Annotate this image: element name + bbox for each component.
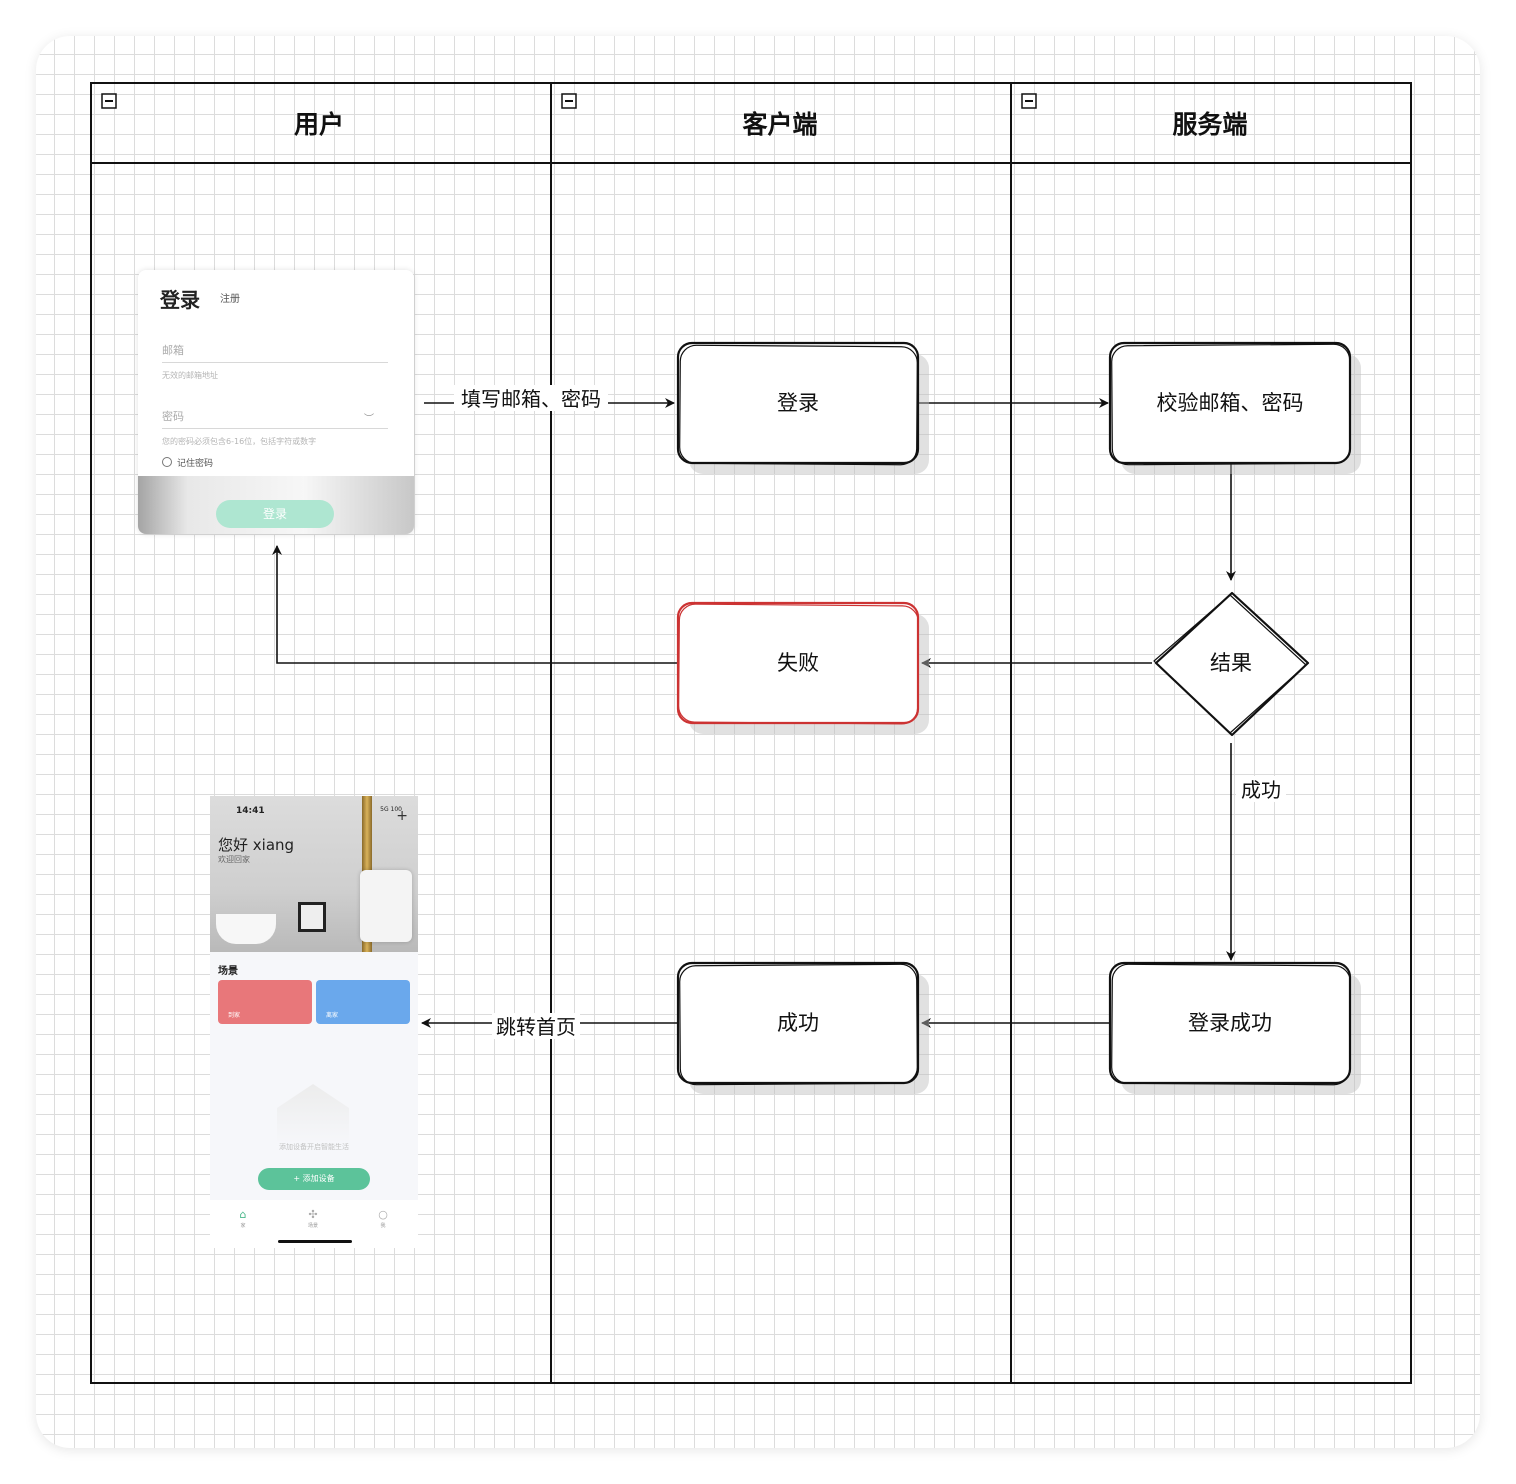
password-hint: 您的密码必须包含6-16位，包括字符或数字: [162, 437, 317, 446]
node-success-server[interactable]: 登录成功: [1108, 961, 1361, 1094]
lane-title-user: 用户: [294, 110, 344, 139]
scene-icon: ✣: [308, 1208, 318, 1221]
add-device-button: + 添加设备: [258, 1168, 370, 1190]
flow-diagram: 用户 客户端 服务端 填写邮箱、密码 成功 跳转首页 登录: [90, 82, 1412, 1384]
lane-collapse-icon[interactable]: [101, 93, 117, 109]
edge-label-bg: [454, 385, 608, 411]
scene-card-label: 到家: [228, 1012, 241, 1019]
welcome-text: 欢迎回家: [218, 855, 250, 864]
node-verify[interactable]: 校验邮箱、密码: [1108, 341, 1361, 474]
home-icon: ⌂: [239, 1208, 247, 1221]
node-fail[interactable]: 失败: [676, 601, 929, 734]
lane-collapse-icon[interactable]: [561, 93, 577, 109]
empty-text: 添加设备开启智能生活: [279, 1143, 349, 1151]
register-link: 注册: [220, 294, 240, 305]
radio-icon: [162, 457, 172, 467]
eye-closed-icon: ︶: [364, 414, 374, 425]
edge-label-success: 成功: [1241, 778, 1281, 802]
remember-password: 记住密码: [162, 456, 213, 469]
pool-border: [90, 82, 1412, 1384]
lane-title-server: 服务端: [1172, 110, 1247, 139]
canvas: 用户 客户端 服务端 填写邮箱、密码 成功 跳转首页 登录: [36, 36, 1480, 1448]
edge-fail-to-login: [272, 545, 678, 664]
scene-card-label: 离家: [326, 1012, 339, 1019]
person-icon: ○: [378, 1208, 388, 1221]
sink-image: [216, 914, 276, 944]
password-field: 密码: [162, 408, 388, 429]
tab-label: 场景: [307, 1223, 318, 1229]
wall-frame-image: [298, 902, 326, 932]
tab-label: 我: [380, 1223, 386, 1229]
tab-scene: ✣ 场景: [298, 1208, 328, 1229]
status-time: 14:41: [236, 806, 265, 816]
edge-label-jump: 跳转首页: [496, 1015, 576, 1039]
edge-label-bg: [492, 1013, 580, 1039]
water-device-image: [360, 870, 412, 942]
node-fail-label: 失败: [777, 651, 819, 675]
node-success-client-label: 成功: [777, 1011, 819, 1035]
tab-home: ⌂家: [228, 1208, 258, 1229]
node-success-server-label: 登录成功: [1188, 1011, 1272, 1035]
remember-label: 记住密码: [177, 459, 214, 469]
tab-label: 家: [240, 1223, 246, 1229]
home-indicator: [278, 1240, 352, 1243]
status-signal: 5G 100: [380, 806, 402, 813]
node-result-label: 结果: [1210, 651, 1252, 675]
home-screen-image[interactable]: 14:41 5G 100 + 您好 xiang 欢迎回家 场景 到家 离家 添加…: [210, 796, 418, 1248]
lane-title-client: 客户端: [742, 110, 817, 139]
edges: [272, 398, 1236, 1028]
login-button: 登录: [216, 500, 334, 528]
node-login[interactable]: 登录: [676, 341, 929, 474]
node-login-label: 登录: [777, 391, 819, 415]
tab-me: ○我: [368, 1208, 398, 1229]
empty-house-icon: [277, 1084, 349, 1144]
email-hint: 无效的邮箱地址: [162, 371, 218, 380]
greeting: 您好 xiang: [218, 836, 295, 854]
plus-icon: +: [396, 808, 408, 824]
node-result[interactable]: 结果: [1153, 591, 1310, 737]
node-verify-label: 校验邮箱、密码: [1157, 391, 1304, 415]
lane-collapse-icon[interactable]: [1021, 93, 1037, 109]
edge-label-bg: [1236, 776, 1286, 802]
edge-label-fill: 填写邮箱、密码: [461, 387, 601, 411]
login-screen-image[interactable]: 登录 注册 邮箱 无效的邮箱地址 密码 ︶ 您的密码必须包含6-16位，包括字符…: [138, 270, 414, 534]
swimlane-pool: 用户 客户端 服务端: [90, 82, 1412, 1384]
scene-card-home: 到家: [218, 980, 312, 1024]
login-title: 登录: [160, 288, 200, 312]
scene-title: 场景: [218, 966, 238, 977]
email-field: 邮箱: [162, 342, 388, 363]
scene-card-away: 离家: [316, 980, 410, 1024]
node-success-client[interactable]: 成功: [676, 961, 929, 1094]
